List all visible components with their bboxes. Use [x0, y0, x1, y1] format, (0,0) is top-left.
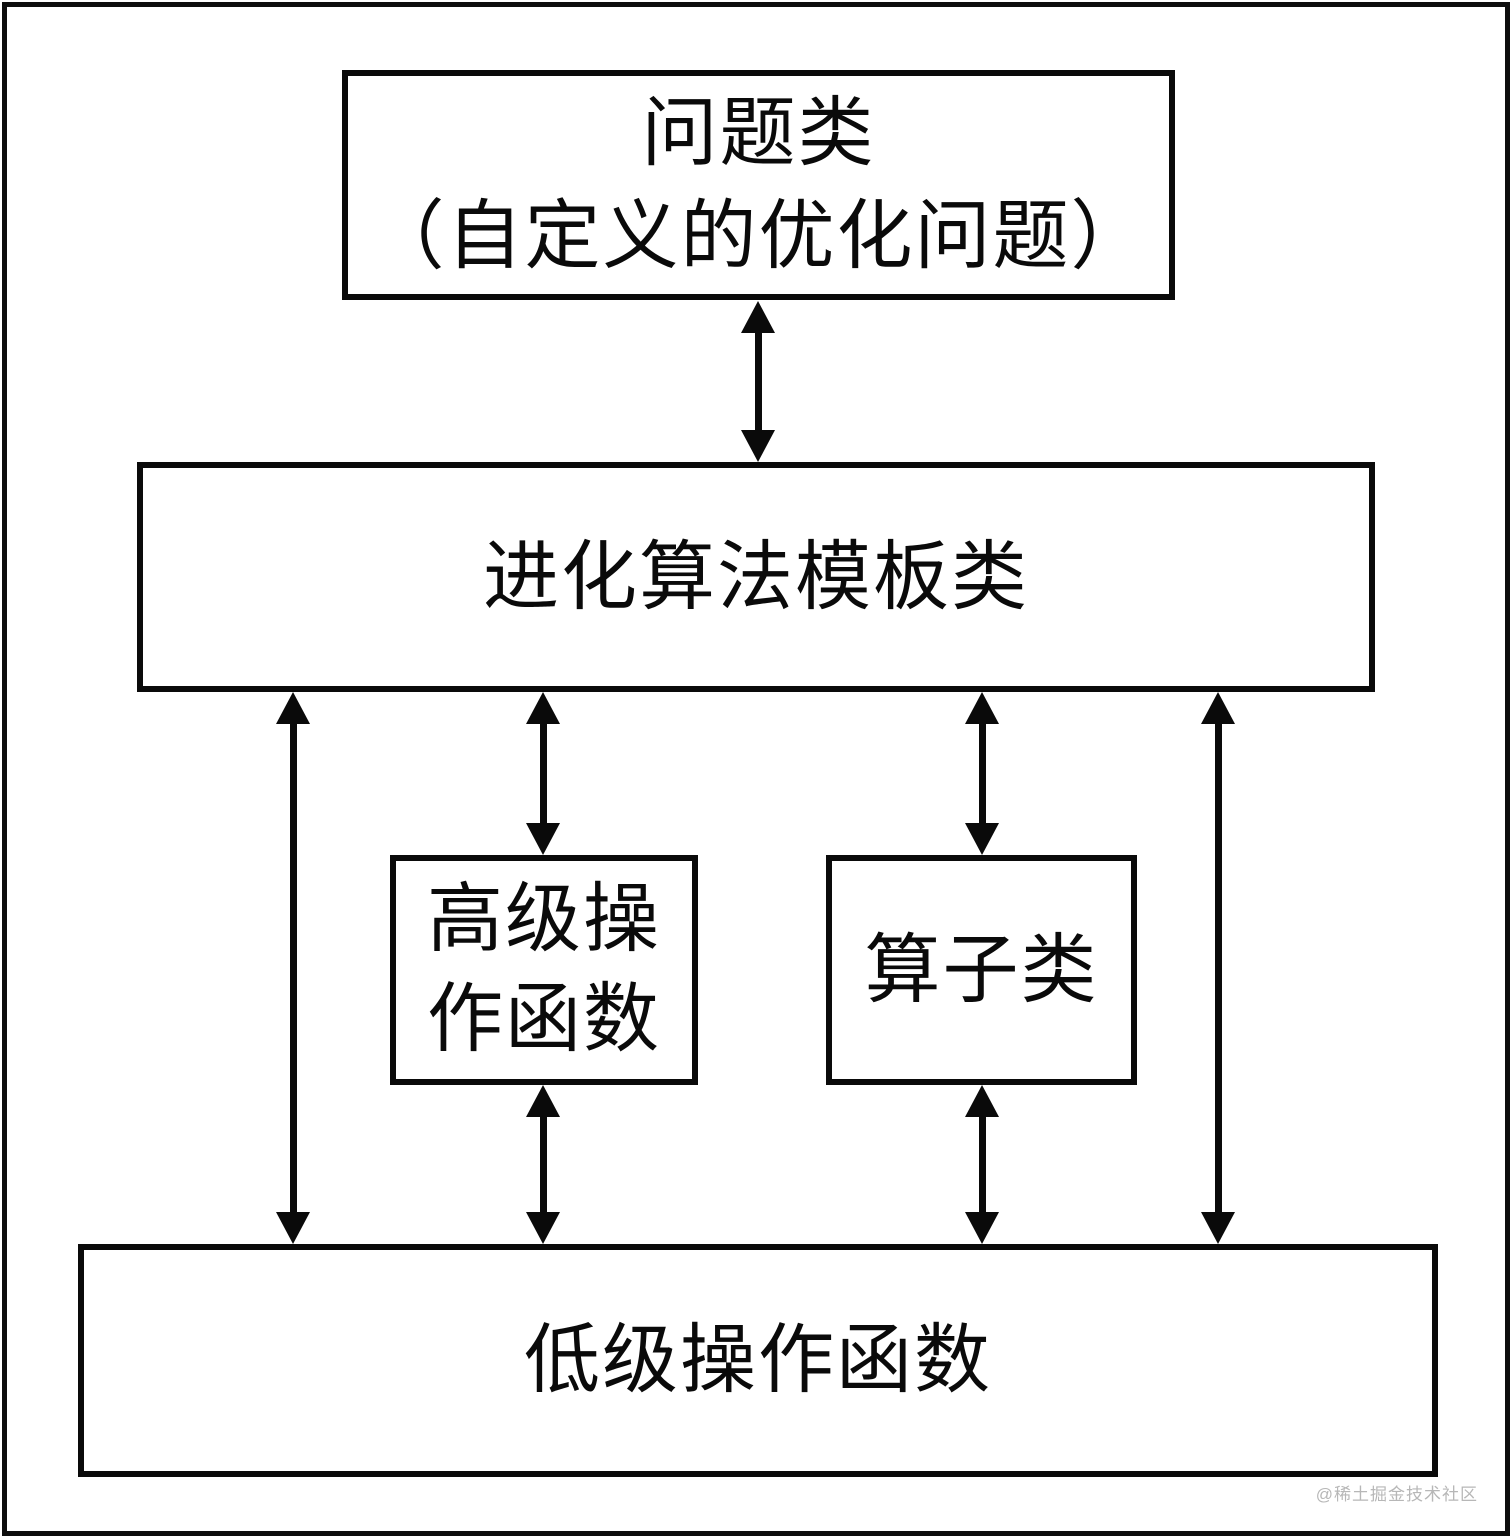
arrowhead-up-icon: [526, 1085, 560, 1117]
double-arrow-template-lowlevel-right: [1201, 692, 1235, 1244]
arrowhead-up-icon: [965, 1085, 999, 1117]
arrow-shaft: [289, 724, 297, 1212]
arrowhead-down-icon: [276, 1212, 310, 1244]
node-lowlevel-functions: 低级操作函数: [78, 1244, 1438, 1477]
arrow-shaft: [539, 724, 547, 823]
arrowhead-up-icon: [741, 301, 775, 333]
arrowhead-down-icon: [526, 1212, 560, 1244]
double-arrow-operator-lowlevel: [965, 1085, 999, 1244]
double-arrow-problem-template: [741, 301, 775, 462]
arrow-shaft: [978, 724, 986, 823]
node-problem-class: 问题类 （自定义的优化问题）: [342, 70, 1175, 300]
arrowhead-down-icon: [1201, 1212, 1235, 1244]
node-highlevel-label-line1: 高级操: [427, 877, 661, 962]
arrow-shaft: [754, 333, 762, 430]
arrow-shaft: [1214, 724, 1222, 1212]
arrowhead-up-icon: [1201, 692, 1235, 724]
node-highlevel-label-line2: 作函数: [427, 977, 661, 1062]
watermark-text: @稀土掘金技术社区: [1315, 1485, 1478, 1504]
double-arrow-template-highlevel: [526, 692, 560, 855]
arrowhead-down-icon: [741, 430, 775, 462]
arrowhead-up-icon: [276, 692, 310, 724]
double-arrow-highlevel-lowlevel: [526, 1085, 560, 1244]
arrow-shaft: [539, 1117, 547, 1212]
double-arrow-template-operator: [965, 692, 999, 855]
node-operator-class: 算子类: [826, 855, 1137, 1085]
node-highlevel-functions: 高级操 作函数: [390, 855, 698, 1085]
arrowhead-up-icon: [965, 692, 999, 724]
arrowhead-down-icon: [965, 1212, 999, 1244]
arrowhead-down-icon: [526, 823, 560, 855]
node-template-label: 进化算法模板类: [483, 534, 1029, 620]
node-operator-label: 算子类: [864, 927, 1099, 1013]
node-problem-label-line2: （自定义的优化问题）: [368, 194, 1149, 279]
double-arrow-template-lowlevel-left: [276, 692, 310, 1244]
node-template-class: 进化算法模板类: [137, 462, 1375, 692]
node-lowlevel-label: 低级操作函数: [524, 1318, 992, 1403]
arrowhead-up-icon: [526, 692, 560, 724]
arrowhead-down-icon: [965, 823, 999, 855]
node-problem-label-line1: 问题类: [641, 91, 876, 176]
arrow-shaft: [978, 1117, 986, 1212]
